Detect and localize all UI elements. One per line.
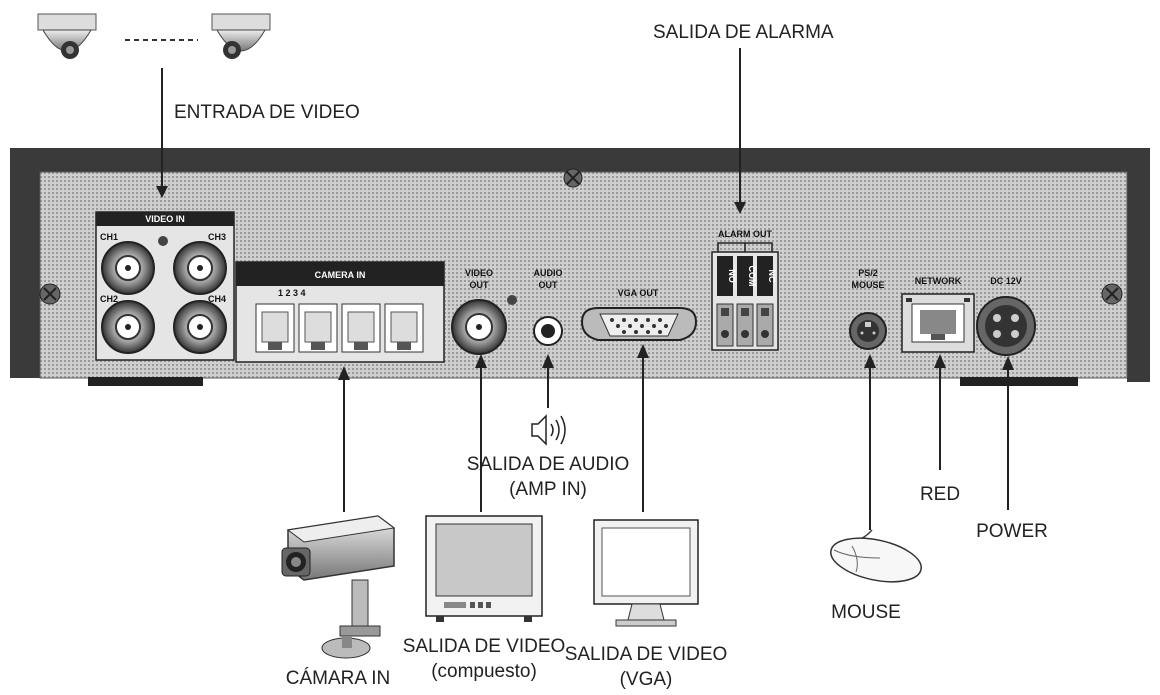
- label-ch1: CH1: [100, 232, 118, 242]
- network-port: NETWORK: [901, 276, 975, 353]
- rj-port-2: [298, 303, 338, 353]
- bnc-connector-ch1: [101, 241, 155, 295]
- label-com: COM: [747, 266, 757, 287]
- foot-left: [88, 377, 203, 386]
- label-salida-audio: SALIDA DE AUDIO: [467, 454, 630, 475]
- label-no: NO: [727, 269, 737, 283]
- ground-screw-icon: [158, 236, 168, 246]
- label-red: RED: [920, 484, 960, 505]
- connection-lines: [156, 48, 1014, 530]
- label-compuesto: (compuesto): [431, 661, 537, 682]
- label-audio-out-1: AUDIO: [534, 268, 563, 278]
- label-vga-out: VGA OUT: [618, 288, 659, 298]
- label-entrada-video: ENTRADA DE VIDEO: [174, 102, 360, 123]
- label-ps2-2: MOUSE: [851, 280, 884, 290]
- screw-icon: [563, 168, 583, 188]
- video-in-block: VIDEO IN CH1 CH3 CH2 CH4: [95, 211, 235, 361]
- alarm-out-block: ALARM OUT NO COM NC: [711, 229, 779, 351]
- dc-12v-port: DC 12V: [976, 276, 1036, 356]
- mouse-icon: [830, 529, 922, 583]
- label-salida-video-comp: SALIDA DE VIDEO: [403, 636, 566, 657]
- label-dc12v: DC 12V: [990, 276, 1022, 286]
- bnc-connector-ch3: [173, 241, 227, 295]
- screw-icon: [1101, 283, 1123, 305]
- label-salida-alarma: SALIDA DE ALARMA: [653, 22, 834, 43]
- dome-camera-right: [211, 13, 271, 59]
- rj-port-3: [341, 303, 381, 353]
- label-salida-video-vga: SALIDA DE VIDEO: [565, 644, 728, 665]
- label-power: POWER: [976, 521, 1048, 542]
- ps2-mouse-port: PS/2 MOUSE: [849, 268, 887, 350]
- audio-out-port: AUDIO OUT: [533, 268, 563, 346]
- terminal-block: [716, 303, 774, 347]
- label-camera-in: CAMERA IN: [315, 270, 366, 280]
- label-ch2: CH2: [100, 294, 118, 304]
- label-mouse: MOUSE: [831, 602, 901, 623]
- label-amp-in: (AMP IN): [509, 479, 587, 500]
- label-alarm-out: ALARM OUT: [718, 229, 772, 239]
- camera-in-block: CAMERA IN 1 2 3 4: [235, 261, 445, 363]
- vga-out-port: VGA OUT: [580, 288, 698, 341]
- label-video-out-2: OUT: [470, 280, 490, 290]
- lcd-monitor-icon: [593, 519, 699, 627]
- bnc-connector-ch2: [101, 300, 155, 354]
- crt-monitor-icon: [425, 515, 543, 622]
- label-ps2-1: PS/2: [858, 268, 878, 278]
- label-video-out-1: VIDEO: [465, 268, 493, 278]
- box-camera-icon: [281, 515, 396, 659]
- rj-port-1: [255, 303, 295, 353]
- label-video-in: VIDEO IN: [145, 214, 185, 224]
- label-audio-out-2: OUT: [539, 280, 559, 290]
- label-nc: NC: [767, 270, 777, 283]
- dome-camera-left: [37, 13, 97, 59]
- speaker-icon: [531, 414, 566, 446]
- label-camara-in: CÁMARA IN: [286, 668, 391, 689]
- label-network: NETWORK: [915, 276, 962, 286]
- video-out-port: VIDEO OUT: [451, 268, 517, 355]
- label-ch3: CH3: [208, 232, 226, 242]
- label-vga: (VGA): [620, 669, 673, 690]
- label-ch4: CH4: [208, 294, 226, 304]
- bnc-connector-ch4: [173, 300, 227, 354]
- label-camera-ports: 1 2 3 4: [278, 288, 306, 298]
- rj-port-4: [384, 303, 424, 353]
- screw-icon: [39, 283, 61, 305]
- foot-right: [960, 377, 1078, 386]
